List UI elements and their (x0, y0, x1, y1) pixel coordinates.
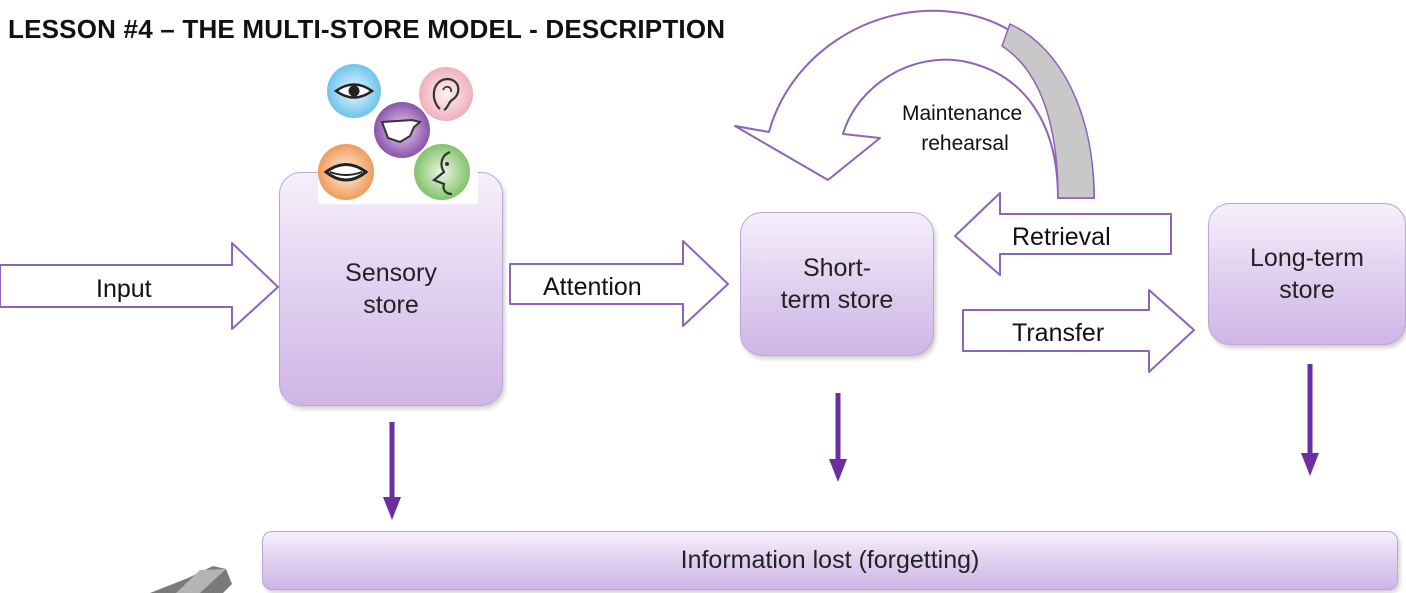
retrieval-arrow: Retrieval (954, 192, 1172, 276)
short-term-store-box: Short-term store (740, 212, 934, 356)
nose-icon (414, 144, 470, 200)
retrieval-label: Retrieval (1012, 223, 1111, 251)
information-lost-label: Information lost (forgetting) (680, 546, 980, 575)
rehearsal-arrow (734, 9, 1095, 199)
senses-icon-cluster (318, 64, 478, 204)
rehearsal-label: Maintenance rehearsal (902, 102, 1028, 155)
information-lost-bar: Information lost (forgetting) (262, 531, 1398, 590)
input-arrow: Input (0, 242, 279, 330)
short-term-store-label: Short-term store (780, 253, 894, 315)
attention-label: Attention (543, 273, 642, 301)
ear-icon (419, 67, 473, 121)
transfer-arrow: Transfer (962, 289, 1195, 373)
hand-icon (374, 102, 430, 158)
forget-arrow-sensory (383, 422, 401, 520)
decorative-shape (150, 566, 232, 593)
mouth-icon (318, 144, 374, 200)
forget-arrow-short-term (829, 393, 847, 482)
forget-arrow-long-term (1301, 364, 1319, 476)
page-title: LESSON #4 – THE MULTI-STORE MODEL - DESC… (8, 14, 726, 44)
eye-icon (327, 64, 381, 118)
transfer-label: Transfer (1012, 319, 1104, 347)
input-label: Input (96, 275, 152, 303)
attention-arrow: Attention (509, 240, 729, 327)
